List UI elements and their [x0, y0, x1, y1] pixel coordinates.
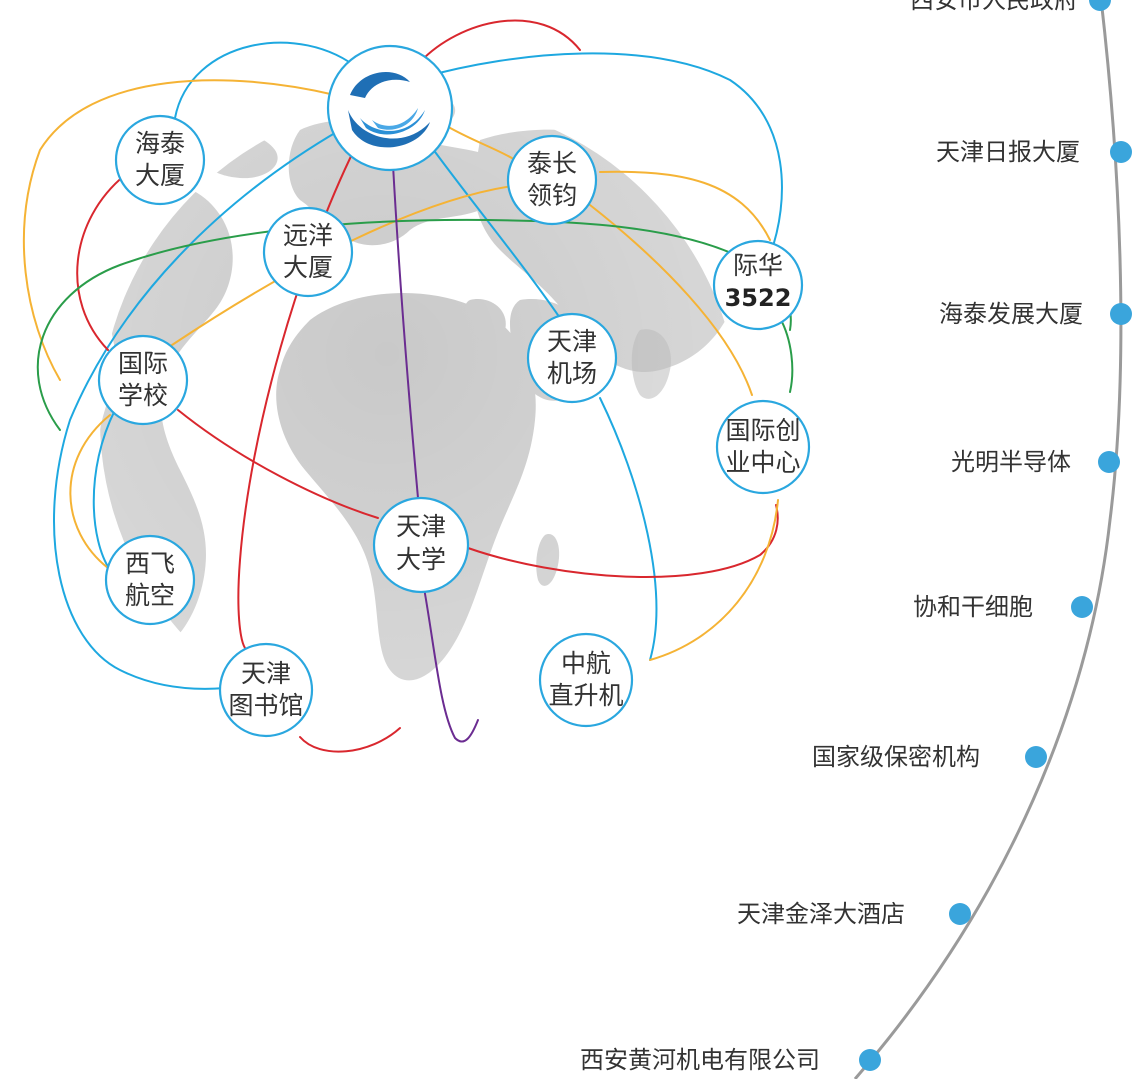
- node-label-line1: 泰长: [527, 149, 577, 178]
- node-library[interactable]: 天津 图书馆: [218, 642, 314, 738]
- node-label-line2: 大学: [396, 545, 446, 574]
- node-chuangye[interactable]: 国际创 业中心: [715, 399, 811, 495]
- timeline-dot: [1089, 0, 1111, 11]
- hub-node[interactable]: [326, 44, 454, 172]
- node-label-line2: 大厦: [135, 161, 185, 190]
- timeline-dot: [1098, 451, 1120, 473]
- arc-orange-hub-left: [22, 79, 336, 381]
- node-guoji[interactable]: 国际 学校: [97, 334, 189, 426]
- node-label-line2: 学校: [118, 381, 168, 410]
- node-jihua[interactable]: 际华 3522: [712, 239, 804, 331]
- company-logo-icon: [348, 72, 430, 148]
- timeline-item[interactable]: 协和干细胞: [913, 593, 1093, 621]
- arc-red-top: [419, 19, 581, 63]
- node-zhonghang[interactable]: 中航 直升机: [538, 632, 634, 728]
- timeline-line: [853, 0, 1123, 1079]
- node-haitai[interactable]: 海泰 大厦: [114, 114, 206, 206]
- arc-red-haitai-guoji: [76, 174, 126, 351]
- timeline-item[interactable]: 海泰发展大厦: [939, 300, 1132, 328]
- node-label-line2: 航空: [125, 581, 175, 610]
- node-label-line2: 机场: [547, 359, 597, 388]
- arc-orange-hub-taichang: [444, 124, 516, 161]
- arc-orange-taichang-jihua: [599, 170, 771, 241]
- node-label-line1: 际华: [733, 251, 783, 280]
- node-label-line1: 远洋: [283, 221, 333, 250]
- timeline-item[interactable]: 光明半导体: [951, 448, 1120, 476]
- timeline-dot: [949, 903, 971, 925]
- node-tju[interactable]: 天津 大学: [372, 496, 470, 594]
- node-label-line2: 3522: [725, 284, 792, 312]
- node-label-line2: 图书馆: [228, 691, 303, 720]
- arc-red-tju-chuangye: [467, 504, 779, 579]
- arc-orange-guoji-xifei: [69, 414, 111, 569]
- arc-red-library-tail: [299, 727, 401, 753]
- timeline-dot: [1025, 746, 1047, 768]
- timeline-item[interactable]: 西安市人民政府: [910, 0, 1111, 14]
- arc-orange-taichang-guoji: [171, 185, 513, 346]
- node-label-line1: 天津: [547, 327, 597, 356]
- timeline-item[interactable]: 西安黄河机电有限公司: [580, 1046, 881, 1074]
- timeline-label: 天津日报大厦: [936, 138, 1080, 166]
- node-label-line1: 天津: [396, 512, 446, 541]
- node-label-line1: 中航: [561, 649, 611, 678]
- node-label-line2: 直升机: [548, 681, 623, 710]
- node-label-line1: 西飞: [125, 549, 175, 578]
- node-label-line1: 天津: [241, 659, 291, 688]
- timeline-dot: [859, 1049, 881, 1071]
- timeline-label: 协和干细胞: [913, 593, 1033, 621]
- node-label-line2: 大厦: [283, 253, 333, 282]
- node-label-line1: 国际创: [725, 416, 800, 445]
- arc-blue-hub-library: [53, 129, 341, 690]
- node-label-line2: 领钧: [527, 181, 577, 210]
- arc-green-jihua-chuangye: [779, 317, 794, 393]
- timeline-label: 国家级保密机构: [812, 743, 980, 771]
- node-label-line1: 国际: [118, 349, 168, 378]
- timeline-item[interactable]: 天津金泽大酒店: [737, 900, 971, 928]
- timeline-dot: [1110, 141, 1132, 163]
- node-label-line2: 业中心: [725, 448, 800, 477]
- timeline-label: 光明半导体: [951, 448, 1071, 476]
- timeline-label: 天津金泽大酒店: [737, 900, 905, 928]
- timeline-label: 海泰发展大厦: [939, 300, 1083, 328]
- node-label-line1: 海泰: [135, 129, 185, 158]
- arc-blue-guoji-lower: [92, 409, 116, 571]
- connection-arcs: [22, 19, 794, 753]
- arc-blue-hub-jihua: [419, 52, 783, 256]
- arc-orange-chuangye-zhonghang: [649, 499, 779, 661]
- arc-blue-jichang-zhonghang: [599, 397, 658, 661]
- timeline-label: 西安市人民政府: [910, 0, 1078, 14]
- hub-circle: [326, 44, 454, 172]
- timeline-dot: [1110, 303, 1132, 325]
- arc-red-guoji-tju: [177, 409, 379, 519]
- timeline-item[interactable]: 天津日报大厦: [936, 138, 1132, 166]
- arc-blue-hub-haitai: [174, 41, 361, 119]
- node-jichang[interactable]: 天津 机场: [526, 312, 618, 404]
- node-xifei[interactable]: 西飞 航空: [104, 534, 196, 626]
- arc-purple-tju-tail: [423, 587, 479, 743]
- node-taichang[interactable]: 泰长 领钧: [506, 134, 598, 226]
- arc-blue-hub-jichang: [429, 144, 561, 319]
- timeline-label: 西安黄河机电有限公司: [580, 1046, 820, 1074]
- node-yuanyang[interactable]: 远洋 大厦: [262, 206, 354, 298]
- timeline: 西安市人民政府 天津日报大厦 海泰发展大厦 光明半导体 协和干细胞 国家级保密机…: [580, 0, 1132, 1079]
- timeline-dot: [1071, 596, 1093, 618]
- arc-purple-hub-tju: [392, 164, 419, 499]
- timeline-item[interactable]: 国家级保密机构: [812, 743, 1047, 771]
